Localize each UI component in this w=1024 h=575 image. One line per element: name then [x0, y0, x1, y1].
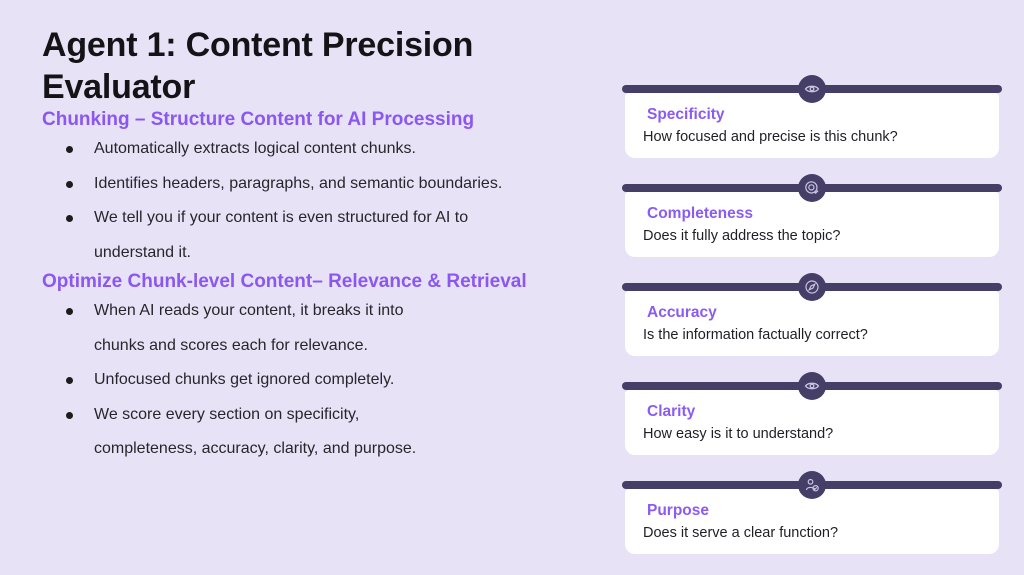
- card-icon-badge: [798, 174, 826, 202]
- target-check-icon: [805, 181, 819, 194]
- card-top-bar: [622, 372, 1002, 400]
- card-icon-badge: [798, 471, 826, 499]
- card-title: Completeness: [647, 205, 753, 222]
- eye-icon: [804, 382, 820, 390]
- list-item: Identifies headers, paragraphs, and sema…: [42, 167, 612, 202]
- card-icon-badge: [798, 75, 826, 103]
- list-item: Automatically extracts logical content c…: [42, 132, 612, 167]
- card-body: Completeness Does it fully address the t…: [625, 192, 999, 257]
- card-icon-badge: [798, 273, 826, 301]
- card-title: Accuracy: [647, 304, 717, 321]
- score-card-completeness: Completeness Does it fully address the t…: [622, 174, 1002, 257]
- score-card-specificity: Specificity How focused and precise is t…: [622, 75, 1002, 158]
- list-item: We tell you if your content is even stru…: [42, 201, 612, 270]
- bullet-list-chunking: Automatically extracts logical content c…: [42, 132, 612, 270]
- card-icon-badge: [798, 372, 826, 400]
- card-top-bar: [622, 471, 1002, 499]
- bullet-dot: [66, 146, 73, 153]
- card-body: Purpose Does it serve a clear function?: [625, 489, 999, 554]
- user-check-icon: [805, 478, 819, 492]
- bullet-dot: [66, 180, 73, 188]
- bullet-dot: [66, 215, 73, 222]
- section-heading-optimize: Optimize Chunk-level Content– Relevance …: [42, 271, 527, 292]
- card-top-bar: [622, 174, 1002, 202]
- card-description: Does it serve a clear function?: [643, 525, 839, 541]
- score-cards-column: Specificity How focused and precise is t…: [622, 75, 1002, 575]
- left-column: Agent 1: Content Precision Evaluator Chu…: [42, 24, 612, 467]
- page-title: Agent 1: Content Precision Evaluator: [42, 26, 474, 106]
- card-title: Purpose: [647, 502, 710, 519]
- list-item-text: Automatically extracts logical content c…: [94, 140, 416, 157]
- section-heading-chunking: Chunking – Structure Content for AI Proc…: [42, 109, 475, 130]
- score-card-accuracy: Accuracy Is the information factually co…: [622, 273, 1002, 356]
- card-title: Clarity: [647, 403, 696, 420]
- list-item: When AI reads your content, it breaks it…: [42, 294, 612, 363]
- bullet-dot: [66, 377, 73, 384]
- card-description: How focused and precise is this chunk?: [643, 129, 898, 145]
- card-top-bar: [622, 273, 1002, 301]
- bullet-dot: [66, 308, 73, 315]
- compass-icon: [805, 280, 819, 294]
- bullet-dot: [66, 411, 73, 419]
- list-item: We score every section on specificity, c…: [42, 398, 612, 467]
- score-card-clarity: Clarity How easy is it to understand?: [622, 372, 1002, 455]
- eye-icon: [804, 85, 820, 93]
- list-item-text: We tell you if your content is even stru…: [94, 209, 469, 261]
- list-item-text: We score every section on specificity, c…: [94, 405, 417, 458]
- bullet-list-optimize: When AI reads your content, it breaks it…: [42, 294, 612, 467]
- card-description: How easy is it to understand?: [643, 426, 834, 442]
- score-card-purpose: Purpose Does it serve a clear function?: [622, 471, 1002, 554]
- card-description: Is the information factually correct?: [643, 327, 868, 343]
- card-title: Specificity: [647, 106, 725, 123]
- card-body: Specificity How focused and precise is t…: [625, 93, 999, 158]
- list-item: Unfocused chunks get ignored completely.: [42, 363, 612, 398]
- list-item-text: When AI reads your content, it breaks it…: [94, 302, 404, 354]
- card-top-bar: [622, 75, 1002, 103]
- list-item-text: Unfocused chunks get ignored completely.: [94, 371, 395, 388]
- list-item-text: Identifies headers, paragraphs, and sema…: [94, 174, 503, 192]
- card-body: Clarity How easy is it to understand?: [625, 390, 999, 455]
- card-description: Does it fully address the topic?: [643, 228, 841, 244]
- card-body: Accuracy Is the information factually co…: [625, 291, 999, 356]
